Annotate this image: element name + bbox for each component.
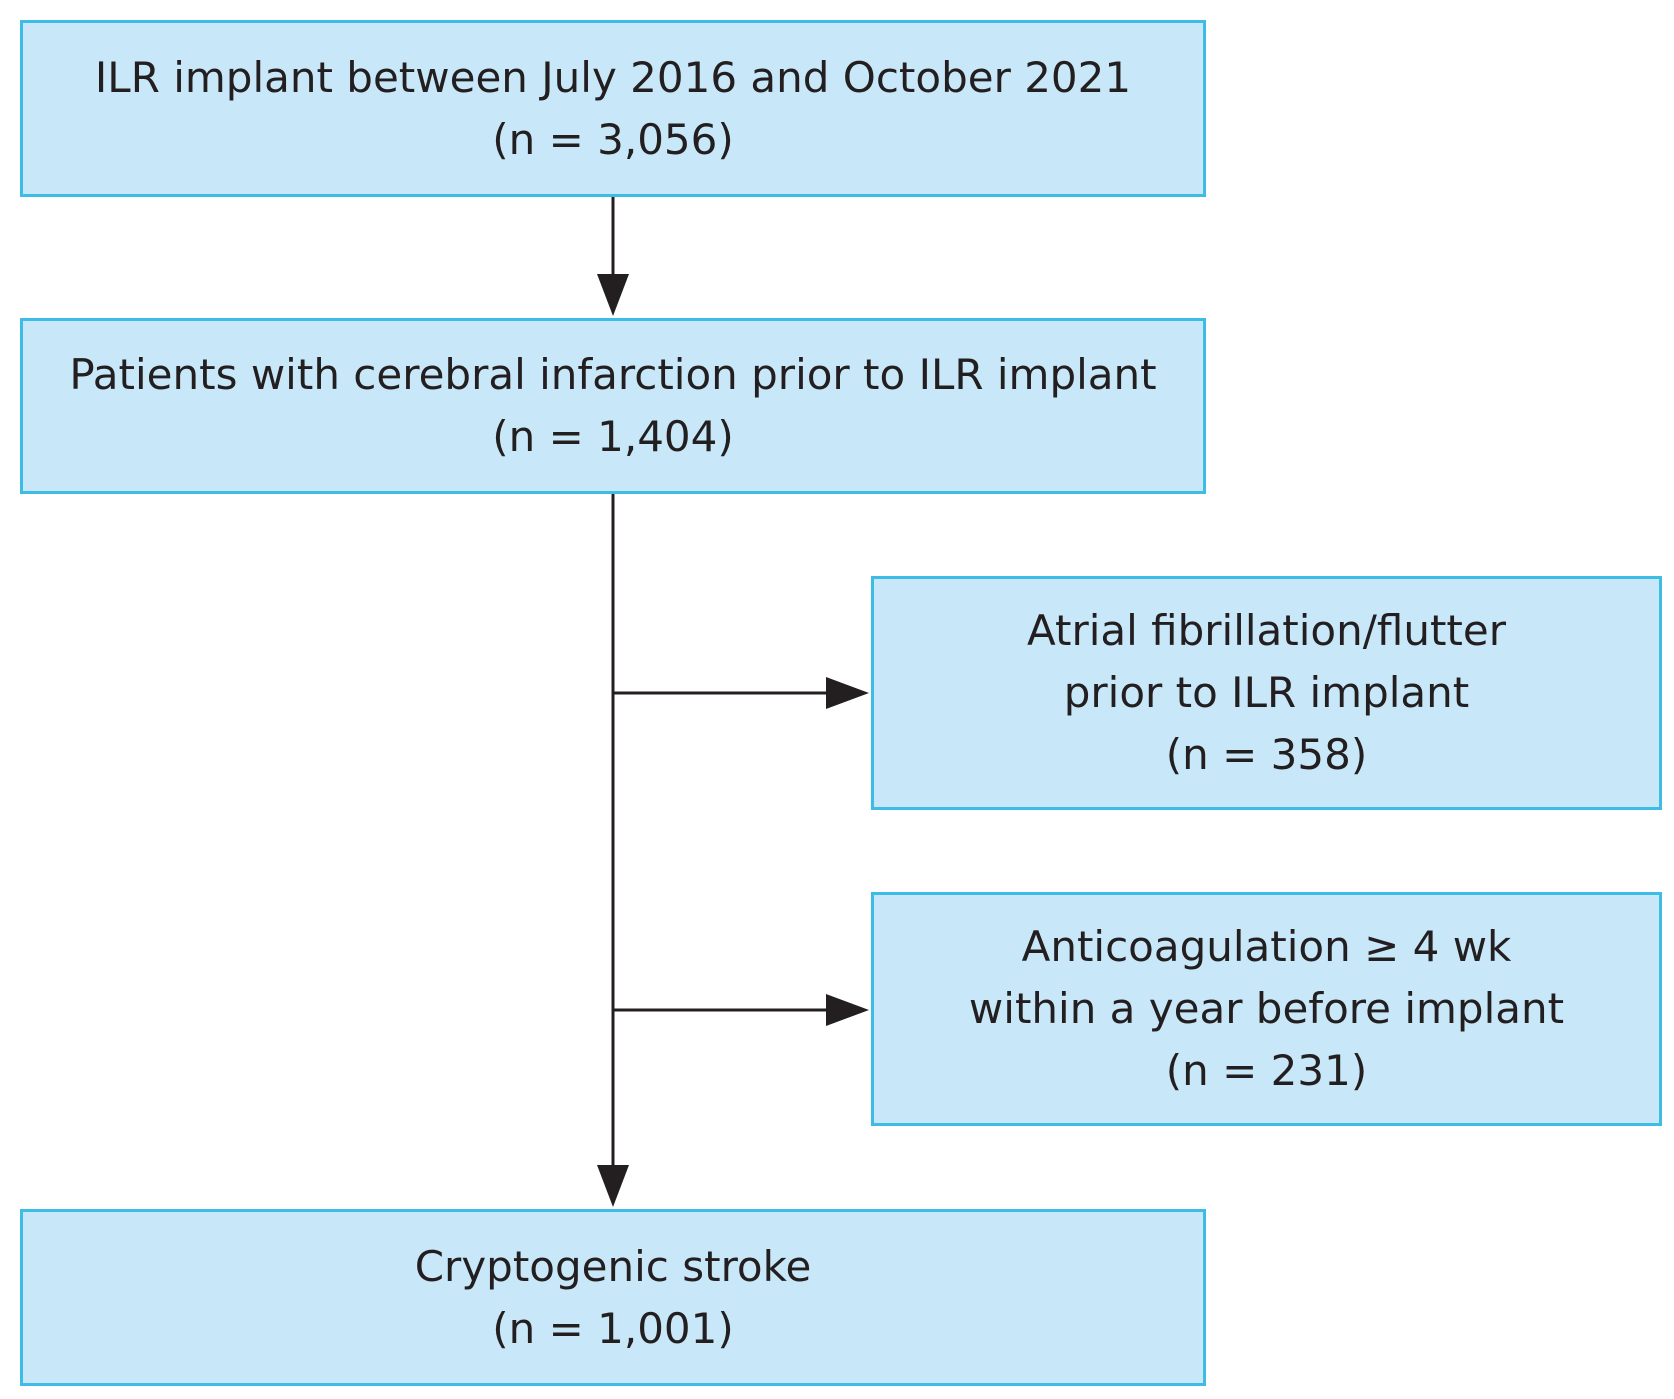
box-ilr-implant-title: ILR implant between July 2016 and Octobe… <box>94 52 1132 102</box>
box-anticoagulation-count: (n = 231) <box>1165 1046 1368 1095</box>
arrowhead-right-to-box-3 <box>826 677 869 709</box>
box-cryptogenic-stroke-count: (n = 1,001) <box>492 1303 734 1353</box>
box-anticoagulation-line-1: Anticoagulation ≥ 4 wk <box>1021 922 1512 971</box>
box-cryptogenic-stroke: Cryptogenic stroke (n = 1,001) <box>20 1209 1206 1386</box>
box-atrial-fibrillation-line-2: prior to ILR implant <box>1063 668 1470 717</box>
box-cerebral-infarction: Patients with cerebral infarction prior … <box>20 318 1206 494</box>
box-ilr-implant-count: (n = 3,056) <box>492 114 734 164</box>
box-anticoagulation: Anticoagulation ≥ 4 wk within a year bef… <box>871 892 1662 1126</box>
box-atrial-fibrillation-count: (n = 358) <box>1165 730 1368 779</box>
box-atrial-fibrillation-line-1: Atrial fibrillation/flutter <box>1026 606 1506 655</box>
box-ilr-implant: ILR implant between July 2016 and Octobe… <box>20 20 1206 197</box>
arrowhead-down-to-box-5 <box>597 1165 629 1207</box>
arrowhead-down-to-box-2 <box>597 274 629 316</box>
box-atrial-fibrillation: Atrial fibrillation/flutter prior to ILR… <box>871 576 1662 810</box>
box-cryptogenic-stroke-title: Cryptogenic stroke <box>414 1241 812 1291</box>
box-anticoagulation-line-2: within a year before implant <box>968 984 1565 1033</box>
arrowhead-right-to-box-4 <box>826 994 869 1026</box>
box-cerebral-infarction-title: Patients with cerebral infarction prior … <box>69 350 1157 399</box>
box-cerebral-infarction-count: (n = 1,404) <box>492 412 734 461</box>
